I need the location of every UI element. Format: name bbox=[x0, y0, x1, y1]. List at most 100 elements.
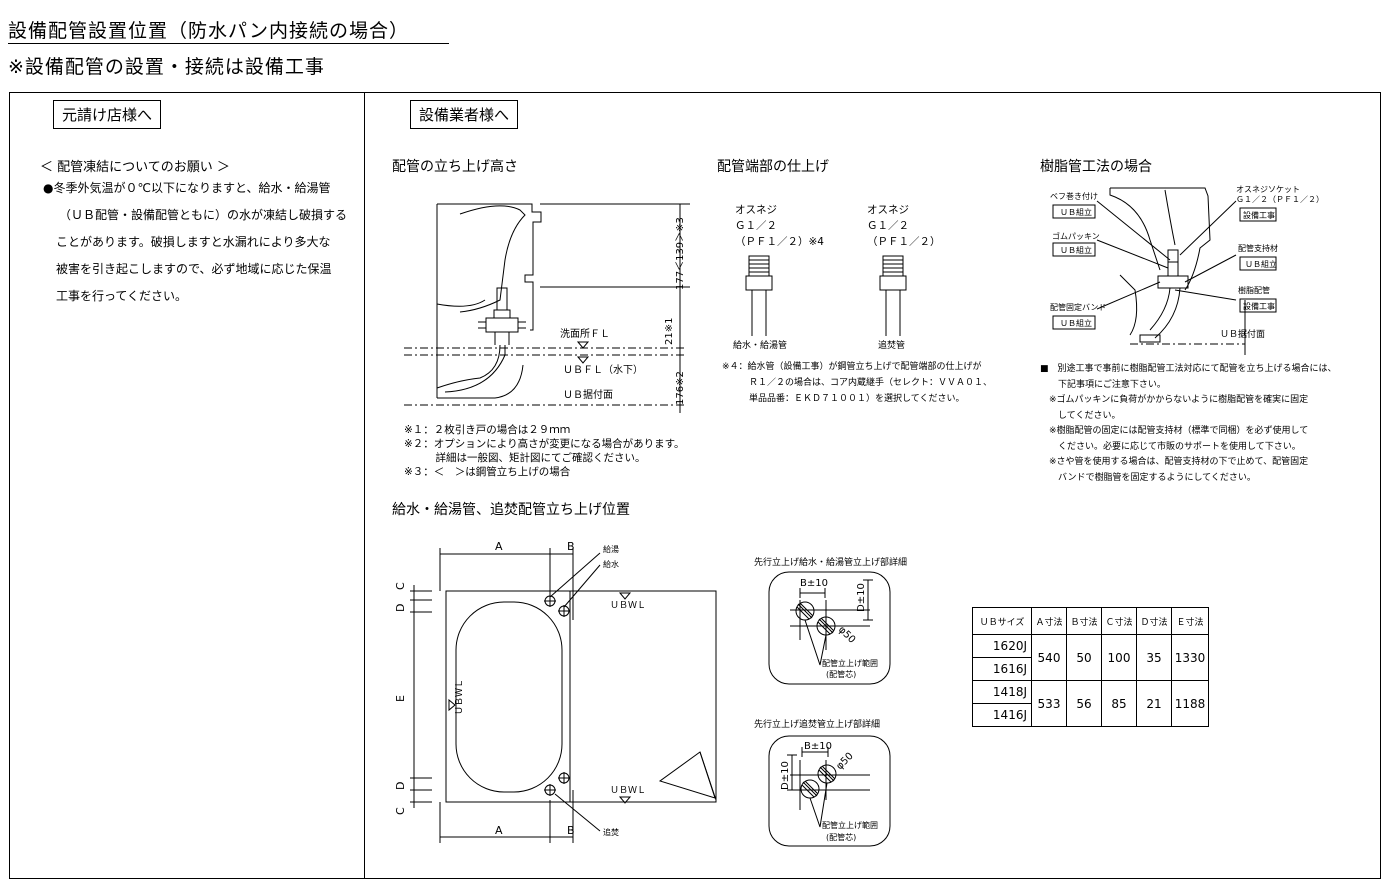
dim-21-label: 21※1 bbox=[664, 318, 675, 345]
cold-water-label: 給水 bbox=[603, 559, 619, 569]
dim-a-top: A bbox=[495, 540, 503, 553]
ub-floor-label: ＵＢ据付面 bbox=[1220, 328, 1265, 340]
detail1-d-label: D±10 bbox=[856, 583, 867, 612]
table-cell-size: 1616J bbox=[972, 657, 1032, 681]
detail2-center-label: (配管芯) bbox=[826, 832, 856, 842]
resin-note: 下記事項にご注意下さい。 bbox=[1040, 379, 1166, 390]
table-cell-size: 1418J bbox=[972, 680, 1032, 704]
page-title: 設備配管設置位置（防水パン内接続の場合） bbox=[8, 20, 409, 42]
pipe-end-notes: ※４：給水管（設備工事）が鋼管立ち上げで配管端部の仕上げが Ｒ１／２の場合は、コ… bbox=[722, 359, 992, 407]
riser-note: ※２：オプションにより高さが変更になる場合があります。 bbox=[404, 438, 685, 450]
detail1-range-label: 配管立上げ範囲 bbox=[822, 658, 878, 668]
table-cell: 50 bbox=[1066, 634, 1102, 681]
detail2-phi-label: φ50 bbox=[834, 751, 855, 772]
equipment-work-tag: 設備工事 bbox=[1243, 210, 1275, 220]
table-cell: 85 bbox=[1101, 680, 1137, 727]
table-row: 1416J bbox=[972, 703, 1209, 727]
dim-d-top: D bbox=[394, 604, 407, 612]
freeze-line: ●冬季外気温が０℃以下になりますと、給水・給湯管 bbox=[43, 181, 331, 195]
detail2-d-label: D±10 bbox=[780, 761, 791, 790]
detail1-title: 先行立上げ給水・給湯管立上げ部詳細 bbox=[754, 558, 908, 568]
panel-divider bbox=[364, 92, 365, 878]
thread-size: Ｇ１／２ bbox=[735, 220, 777, 232]
pipe-end-note: Ｒ１／２の場合は、コア内蔵継手（セレクト：ＶＶＡ０１、 bbox=[722, 378, 993, 388]
freeze-line: （ＵＢ配管・設備配管ともに）の水が凍結し破損する bbox=[59, 208, 348, 222]
title-underline bbox=[8, 43, 449, 44]
resin-title: 樹脂管工法の場合 bbox=[1040, 159, 1152, 175]
detail1-center-label: (配管芯) bbox=[826, 669, 856, 679]
detail1-b-label: B±10 bbox=[800, 578, 828, 589]
table-header-cell: Ａ寸法 bbox=[1031, 607, 1067, 635]
thread-size: Ｇ１／２ bbox=[867, 220, 909, 232]
resin-note: ※さや管を使用する場合は、配管支持材の下で止めて、配管固定 bbox=[1040, 457, 1309, 467]
pipe-support-label: 配管支持材 bbox=[1238, 243, 1278, 253]
detail2-range-label: 配管立上げ範囲 bbox=[822, 820, 878, 830]
dim-177-label: 177＜139＞※3 bbox=[675, 217, 686, 290]
ubwl-bottom-label: ＵＢＷＬ bbox=[610, 786, 646, 796]
freeze-heading: ＜ 配管凍結についてのお願い ＞ bbox=[40, 160, 230, 175]
resin-note: ください。必要に応じて市販のサポートを使用して下さい。 bbox=[1040, 441, 1301, 452]
resin-note: バンドで樹脂管を固定するようにしてください。 bbox=[1040, 472, 1256, 483]
ub-floor-label: ＵＢ据付面 bbox=[563, 388, 613, 401]
freeze-line: 工事を行ってください。 bbox=[56, 289, 188, 303]
pipe-end-right-spec: オスネジ Ｇ１／２ （ＰＦ１／２） bbox=[867, 202, 941, 250]
washroom-fl-label: 洗面所ＦＬ bbox=[560, 328, 610, 340]
position-title: 給水・給湯管、追焚配管立ち上げ位置 bbox=[392, 502, 630, 518]
table-header-cell: Ｅ寸法 bbox=[1171, 607, 1209, 635]
table-cell: 35 bbox=[1136, 634, 1172, 681]
riser-notes: ※１：２枚引き戸の場合は２９ｍｍ ※２：オプションにより高さが変更になる場合があ… bbox=[404, 423, 685, 479]
contractor-label: 元請け店様へ bbox=[53, 100, 162, 129]
ub-assembly-tag: ＵＢ組立 bbox=[1245, 259, 1277, 269]
detail2-title: 先行立上げ追焚管立上げ部詳細 bbox=[754, 720, 881, 730]
page-subtitle: ※設備配管の設置・接続は設備工事 bbox=[8, 56, 325, 78]
table-cell: 56 bbox=[1066, 680, 1102, 727]
thread-size-alt: （ＰＦ１／２） bbox=[867, 236, 941, 248]
equipment-work-tag: 設備工事 bbox=[1243, 301, 1275, 311]
ub-size-table: ＵＢサイズ Ａ寸法 Ｂ寸法 Ｃ寸法 Ｄ寸法 Ｅ寸法 1620J 540 50 1… bbox=[972, 607, 1209, 727]
reheat-label: 追焚 bbox=[603, 827, 619, 837]
freeze-line: ことがあります。破損しますと水漏れにより多大な bbox=[56, 235, 331, 249]
thread-type: オスネジ bbox=[867, 204, 909, 216]
detail1-phi-label: φ50 bbox=[836, 624, 857, 645]
table-header-cell: Ｃ寸法 bbox=[1101, 607, 1137, 635]
table-cell: 21 bbox=[1136, 680, 1172, 727]
hot-water-label: 給湯 bbox=[603, 544, 619, 554]
bellows-label: ベフ巻き付け bbox=[1050, 191, 1098, 201]
pipe-end-left-spec: オスネジ Ｇ１／２ （ＰＦ１／２）※4 bbox=[735, 202, 824, 250]
riser-title: 配管の立ち上げ高さ bbox=[392, 159, 518, 175]
pipe-end-note: ※４：給水管（設備工事）が鋼管立ち上げで配管端部の仕上げが bbox=[722, 362, 982, 372]
ub-assembly-tag: ＵＢ組立 bbox=[1060, 318, 1092, 328]
freeze-line: 被害を引き起こしますので、必ず地域に応じた保温 bbox=[56, 262, 332, 276]
table-row: 1418J 533 56 85 21 1188 bbox=[972, 680, 1209, 727]
table-header-row: ＵＢサイズ Ａ寸法 Ｂ寸法 Ｃ寸法 Ｄ寸法 Ｅ寸法 bbox=[972, 607, 1209, 635]
fixing-band-label: 配管固定バンド bbox=[1050, 302, 1106, 312]
resin-pipe-label: 樹脂配管 bbox=[1238, 285, 1270, 295]
dim-c-top: C bbox=[394, 582, 407, 590]
ub-assembly-tag: ＵＢ組立 bbox=[1060, 245, 1092, 255]
dim-176-label: 176※2 bbox=[675, 371, 686, 405]
ub-assembly-tag: ＵＢ組立 bbox=[1060, 207, 1092, 217]
dim-e: E bbox=[394, 695, 407, 702]
table-header-cell: Ｄ寸法 bbox=[1136, 607, 1172, 635]
table-header-cell: Ｂ寸法 bbox=[1066, 607, 1102, 635]
dim-b-top: B bbox=[567, 540, 575, 553]
reheat-pipe-caption: 追焚管 bbox=[878, 341, 906, 351]
outer-frame bbox=[9, 92, 1381, 879]
ubfl-label: ＵＢＦＬ（水下） bbox=[563, 364, 643, 376]
riser-note: 詳細は一般図、矩計図にてご確認ください。 bbox=[404, 452, 646, 464]
riser-note: ※１：２枚引き戸の場合は２９ｍｍ bbox=[404, 424, 571, 436]
dim-c-bottom: C bbox=[394, 807, 407, 815]
installer-label: 設備業者様へ bbox=[410, 100, 519, 129]
ubwl-top-label: ＵＢＷＬ bbox=[610, 601, 646, 611]
dim-b-bottom: B bbox=[567, 824, 575, 837]
detail2-b-label: B±10 bbox=[804, 741, 832, 752]
thread-size-alt: （ＰＦ１／２）※4 bbox=[735, 236, 824, 248]
dim-d-bottom: D bbox=[394, 782, 407, 790]
table-header-cell: ＵＢサイズ bbox=[972, 607, 1032, 635]
pipe-end-note: 単品品番：ＥＫＤ７１００１）を選択してください。 bbox=[722, 394, 965, 404]
socket-size-label: Ｇ１／２（ＰＦ１／２） bbox=[1236, 195, 1324, 204]
table-cell-size: 1620J bbox=[972, 634, 1032, 658]
